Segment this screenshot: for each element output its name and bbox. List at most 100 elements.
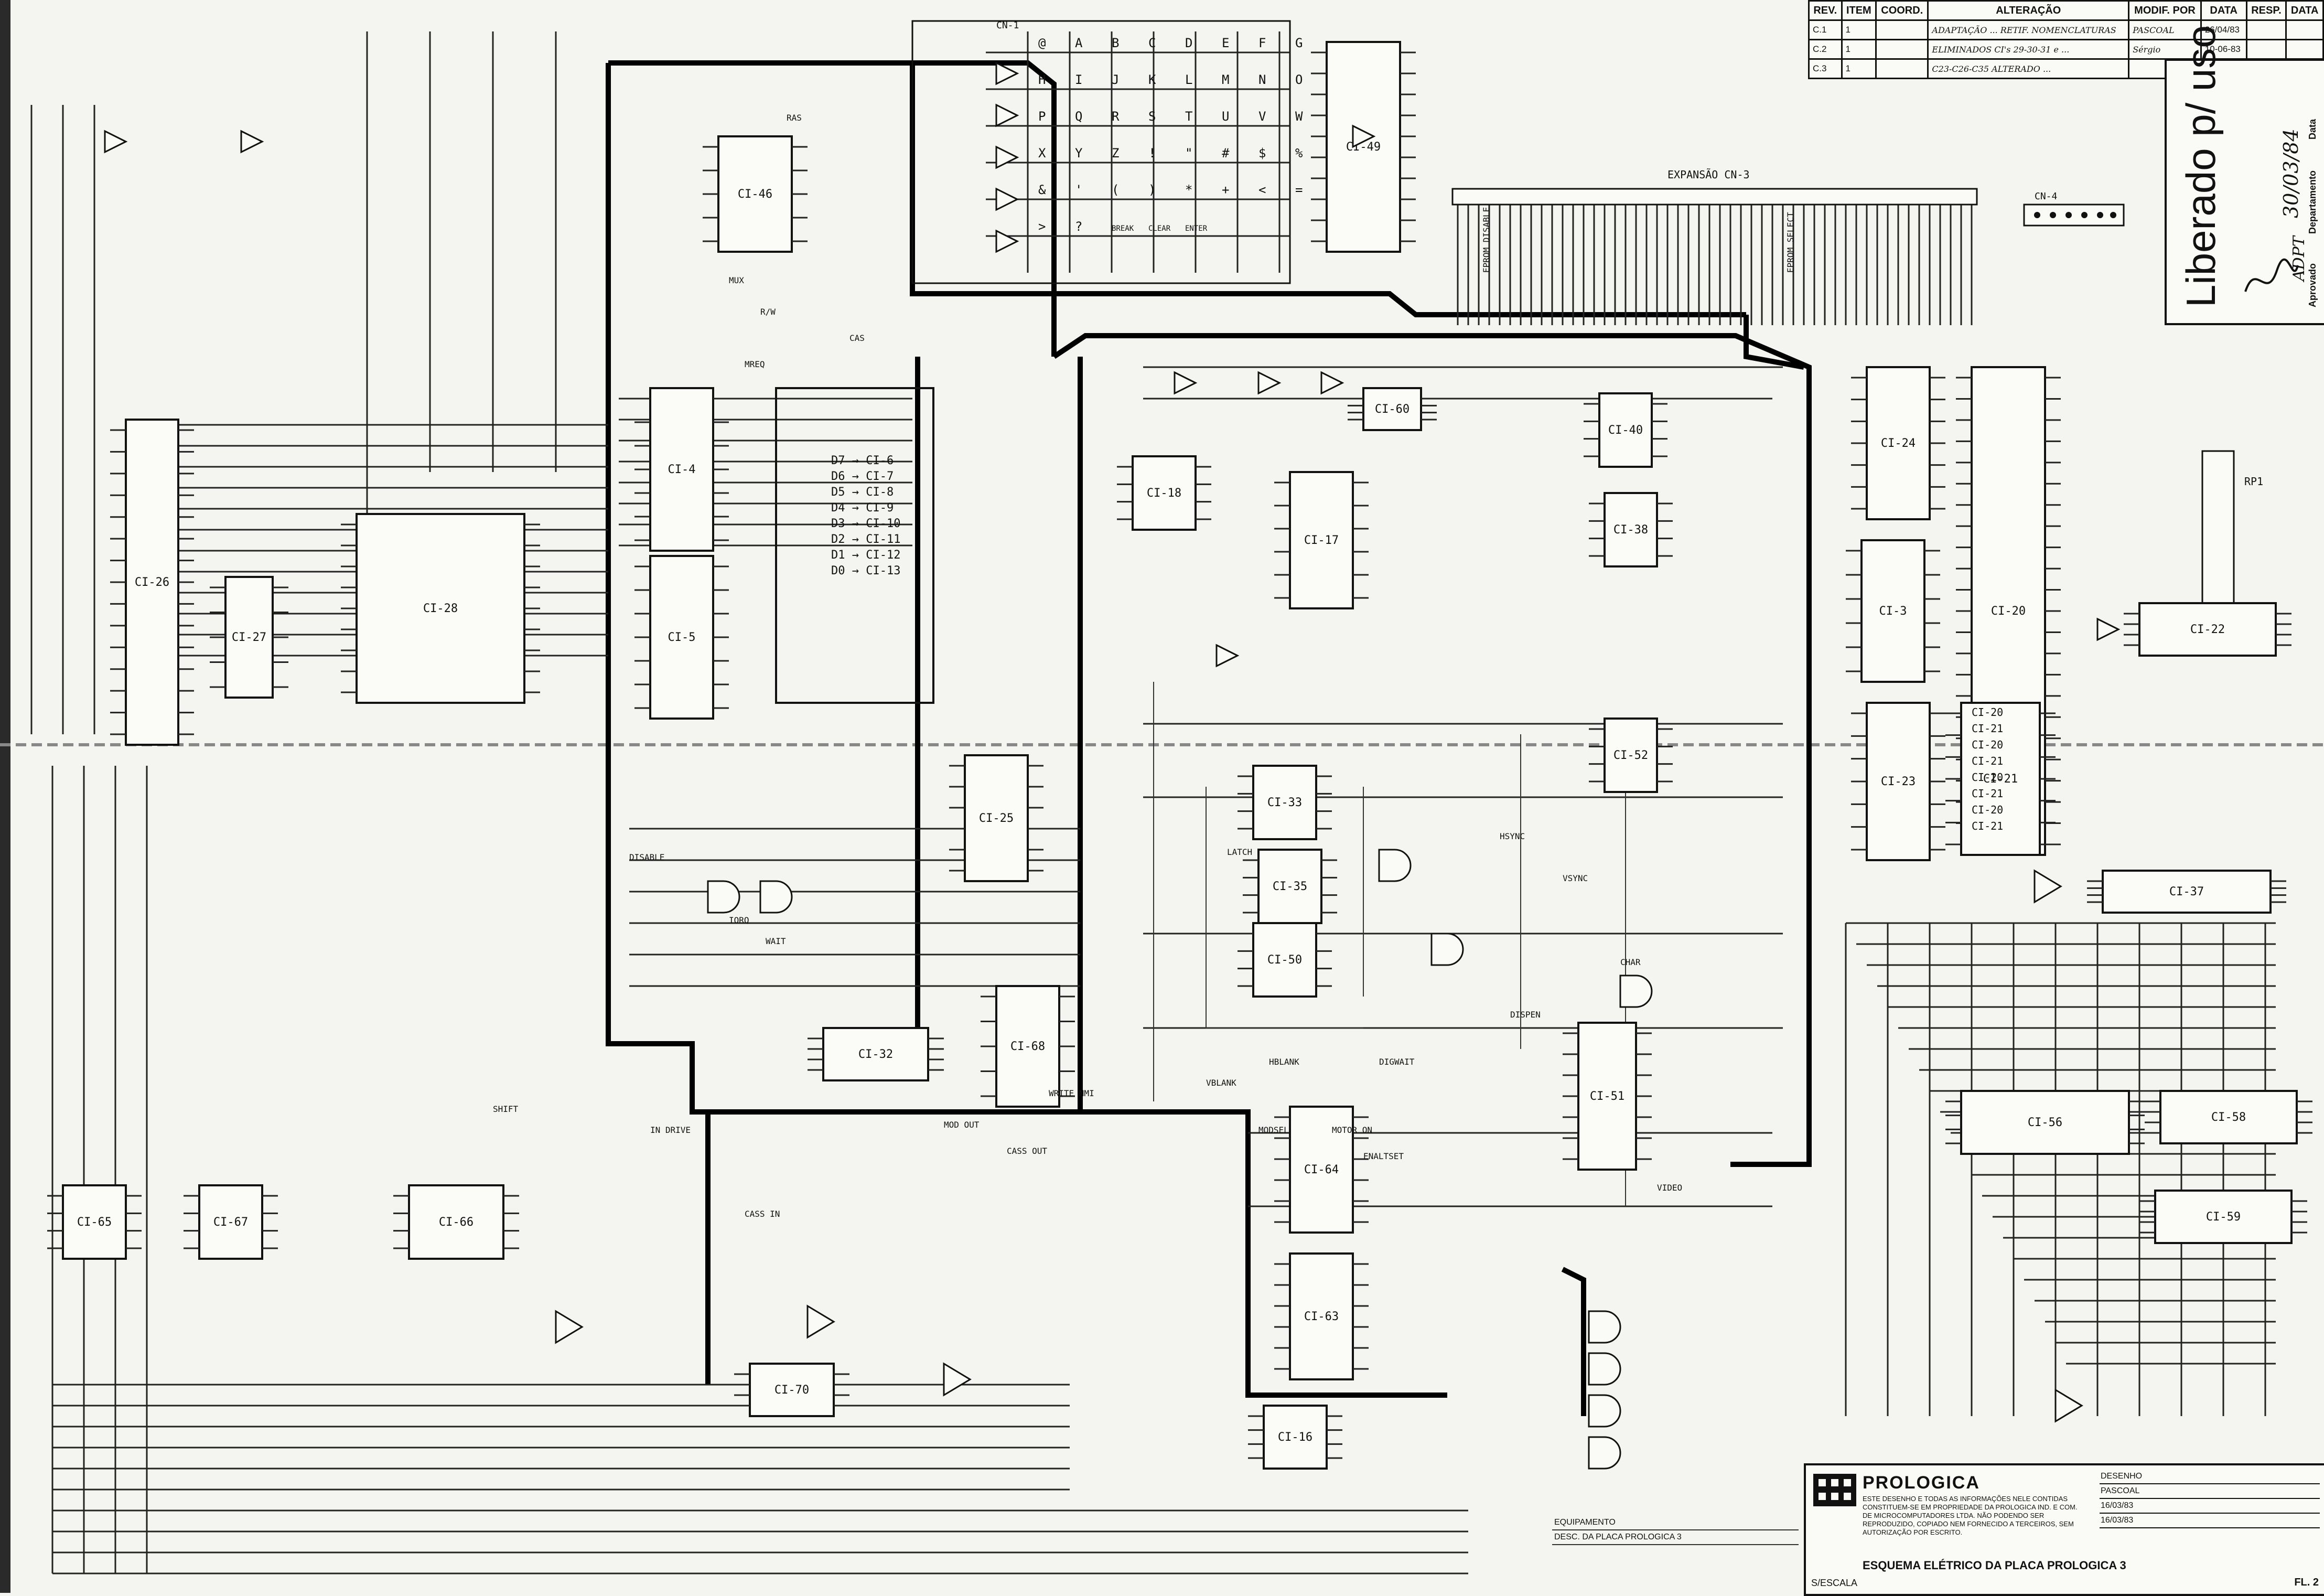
chip-ci-46: CI-46 [703, 135, 808, 253]
signal-label: MOD OUT [944, 1120, 980, 1130]
chip-label: CI-17 [1304, 534, 1339, 547]
chip-label: CI-5 [668, 631, 696, 644]
chip-label: CI-64 [1304, 1163, 1339, 1176]
chip-label: CI-20 [1991, 605, 2026, 618]
stamp-date: 30/03/84 [2279, 128, 2303, 218]
signal-label: DISABLE [629, 852, 664, 862]
chip-ci-33: CI-33 [1238, 765, 1332, 840]
signal-label: ENALTSET [1363, 1151, 1404, 1161]
eprom-select-label: EPROM SELECT [1785, 212, 1795, 273]
chip-label: CI-35 [1273, 880, 1307, 893]
keyboard-key: # [1222, 146, 1230, 160]
chip-label: CI-38 [1613, 523, 1648, 537]
chip-ci-26: CI-26 [110, 419, 194, 746]
signal-label: IN DRIVE [650, 1125, 691, 1135]
cn4-connector [2023, 203, 2125, 227]
signal-label: SHIFT [493, 1104, 519, 1114]
keyboard-key: E [1222, 36, 1229, 50]
chip-ci-27: CI-27 [210, 576, 288, 699]
signal-label: CASS IN [745, 1209, 780, 1219]
signature-mark [2244, 258, 2299, 292]
cn1-label: CN-1 [996, 20, 1019, 31]
rom-map-entry: D7 → CI-6 [831, 454, 894, 467]
revision-cell: C23-C26-C35 ALTERADO ... [1927, 58, 2130, 79]
keyboard-key: A [1075, 36, 1083, 50]
keyboard-key: ( [1112, 183, 1119, 197]
ram-list-entry: CI-20 [1972, 804, 2003, 816]
chip-label: CI-22 [2190, 623, 2225, 636]
chip-label: CI-33 [1267, 796, 1302, 809]
revision-header-cell: DATA [2285, 0, 2324, 21]
keyboard-key: $ [1258, 146, 1266, 160]
signal-label: VIDEO [1657, 1183, 1682, 1193]
keyboard-key: T [1185, 109, 1192, 124]
stamp-label-date: Data [2307, 119, 2318, 140]
drawing-description: ESQUEMA ELÉTRICO DA PLACA PROLOGICA 3 [1863, 1559, 2126, 1572]
chip-label: CI-65 [77, 1216, 112, 1229]
chip-label: CI-51 [1590, 1090, 1624, 1103]
chip-label: CI-66 [439, 1216, 474, 1229]
ram-list-entry: CI-20 [1972, 706, 2003, 719]
chip-label: CI-52 [1613, 749, 1648, 762]
chip-ci-5: CI-5 [634, 555, 729, 720]
signal-label: MODSEL [1258, 1125, 1289, 1135]
chip-label: CI-26 [135, 576, 169, 589]
revision-header-cell: ALTERAÇÃO [1927, 0, 2130, 21]
chip-layer: CI-26CI-28CI-27CI-4CI-5CI-46CI-49CI-60CI… [47, 41, 2312, 1470]
keyboard-key: U [1222, 109, 1229, 124]
signal-label: CASS OUT [1007, 1146, 1047, 1156]
revision-cell: PASCOAL [2128, 19, 2202, 40]
signal-label: WRITE NMI [1049, 1088, 1094, 1098]
revision-cell [2285, 39, 2324, 60]
chip-label: CI-59 [2206, 1211, 2241, 1224]
keyboard-key: BREAK [1112, 224, 1134, 233]
drawing-info-block: EQUIPAMENTO DESC. DA PLACA PROLOGICA 3 [1552, 1516, 1799, 1589]
revision-cell [2245, 19, 2287, 40]
cn3-label: EXPANSÃO CN-3 [1667, 168, 1750, 181]
keyboard-key: P [1038, 109, 1046, 124]
scan-left-edge [0, 0, 10, 1593]
chip-label: CI-25 [979, 812, 1014, 825]
revision-cell: ELIMINADOS CI's 29-30-31 e ... [1927, 39, 2130, 60]
chip-ci-50: CI-50 [1238, 922, 1332, 998]
signal-label: MUX [729, 275, 744, 285]
keyboard-key: I [1075, 72, 1082, 87]
revision-cell [2285, 19, 2324, 40]
chip-label: CI-46 [738, 188, 772, 201]
keyboard-key: ' [1075, 183, 1082, 197]
bus-lines [606, 60, 1812, 1416]
keyboard-key: = [1295, 183, 1303, 197]
keyboard-key: < [1258, 183, 1266, 197]
chip-label: CI-60 [1375, 403, 1410, 416]
chip-ci-58: CI-58 [2145, 1090, 2312, 1144]
chip-ci-60: CI-60 [1348, 387, 1437, 431]
revision-header-cell: DATA [2200, 0, 2247, 21]
keyboard-key: V [1258, 109, 1266, 124]
keyboard-key: ! [1148, 146, 1156, 160]
chip-ci-68: CI-68 [981, 985, 1075, 1108]
ram-list-entry: CI-20 [1972, 771, 2003, 784]
keyboard-key: N [1258, 72, 1266, 87]
keyboard-key: % [1295, 146, 1303, 160]
revision-cell: C.3 [1808, 58, 1843, 79]
rom-map-entry: D4 → CI-9 [831, 501, 894, 515]
chip-ci-52: CI-52 [1589, 717, 1673, 793]
signal-labels: MUXRASCASR/WMREQIORQWAITLATCHDISPENHBLAN… [493, 113, 1682, 1219]
keyboard-key: + [1222, 183, 1229, 197]
keyboard-key: R [1112, 109, 1120, 124]
keyboard-matrix [911, 20, 1291, 284]
keyboard-key: G [1295, 36, 1303, 50]
revision-header-cell: ITEM [1841, 0, 1877, 21]
signal-label: VSYNC [1563, 873, 1588, 883]
chip-label: CI-70 [774, 1384, 809, 1397]
chip-ci-66: CI-66 [393, 1184, 519, 1260]
chip-label: CI-18 [1147, 487, 1181, 500]
keyboard-key: CLEAR [1148, 224, 1171, 233]
ram-list-entry: CI-21 [1972, 787, 2003, 800]
chip-label: CI-49 [1346, 141, 1381, 154]
revision-cell: 1 [1841, 39, 1877, 60]
signal-label: MREQ [745, 359, 765, 369]
chip-ci-70: CI-70 [734, 1363, 849, 1417]
